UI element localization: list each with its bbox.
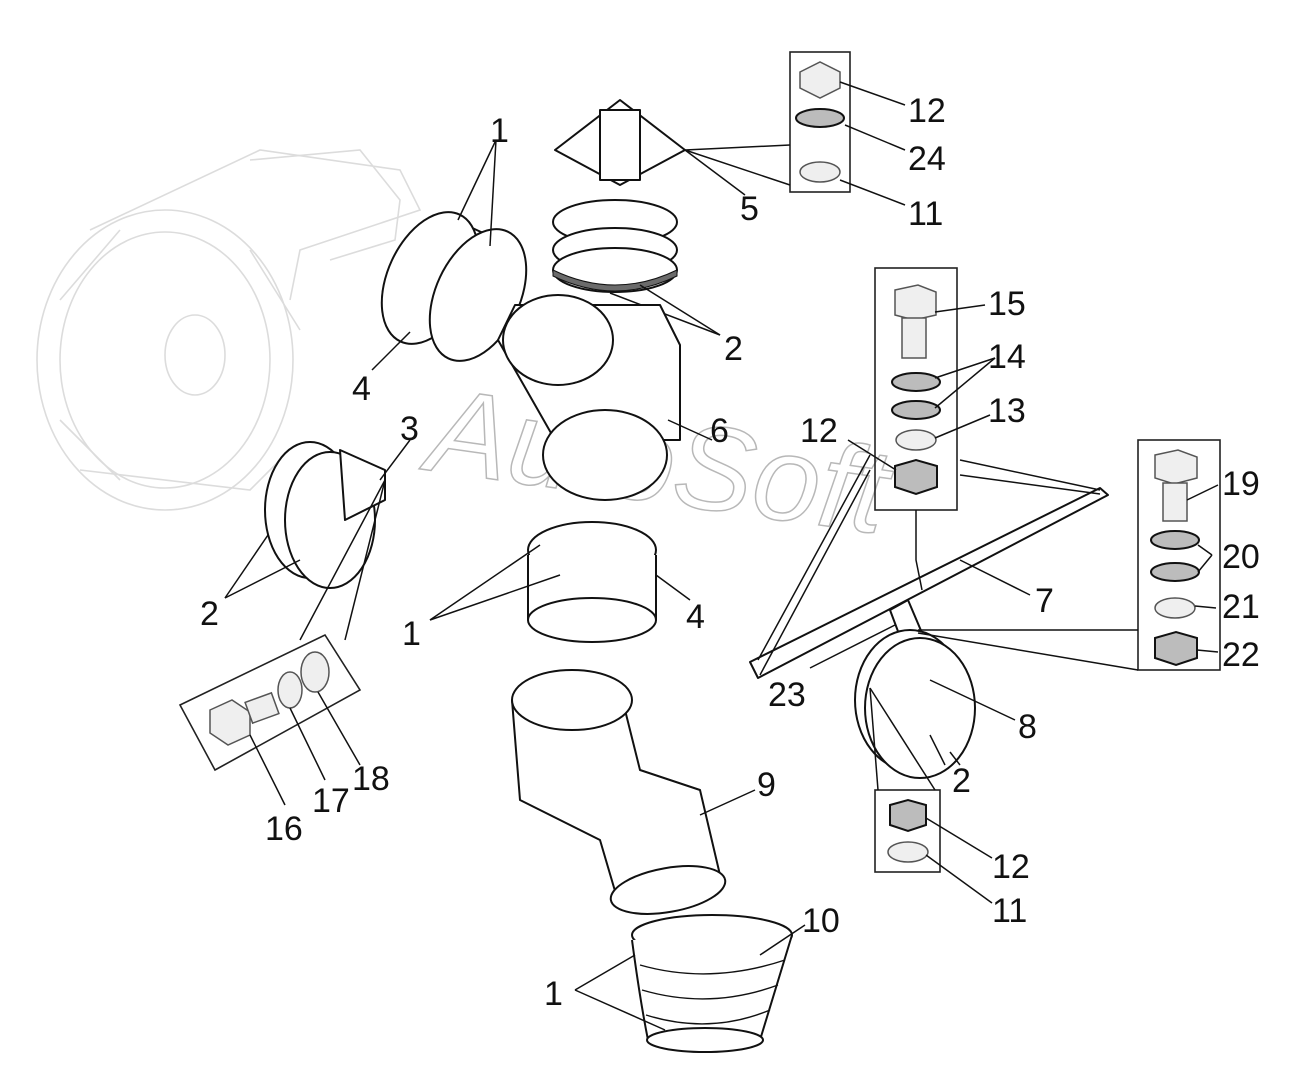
callout-14: 14 [988, 338, 1026, 376]
callout-labels: 1 12 24 5 11 2 4 3 15 14 13 12 6 19 20 2… [200, 92, 1260, 1013]
callout-5: 5 [740, 190, 759, 228]
callout-16: 16 [265, 810, 303, 848]
callout-21: 21 [1222, 588, 1260, 626]
callout-4-upper: 4 [352, 370, 371, 408]
callout-4-middle: 4 [686, 598, 705, 636]
flexible-sleeve [574, 914, 806, 1053]
clamp-ring-upper [371, 139, 528, 371]
hardware-box-upper [684, 51, 906, 206]
elbow-pipe-upper [497, 294, 713, 501]
callout-6: 6 [710, 412, 729, 450]
callout-8: 8 [1018, 708, 1037, 746]
callout-18: 18 [352, 760, 390, 798]
callout-1-upper: 1 [490, 112, 509, 150]
upper-bracket-assembly [552, 99, 746, 336]
callout-17: 17 [312, 782, 350, 820]
left-bracket-assembly [224, 439, 411, 599]
callout-23: 23 [768, 676, 806, 714]
callout-12-lower: 12 [992, 848, 1030, 886]
callout-20: 20 [1222, 538, 1260, 576]
callout-10: 10 [802, 902, 840, 940]
callout-24: 24 [908, 140, 946, 178]
lower-right-clamp-assembly [809, 439, 1221, 779]
background-fan-housing [36, 149, 422, 511]
callout-12-upper: 12 [908, 92, 946, 130]
callout-11-upper: 11 [908, 195, 943, 233]
elbow-pipe-lower [511, 669, 756, 915]
long-bracket-assembly [749, 267, 1109, 679]
hardware-box-left [178, 479, 386, 806]
callout-2-upper: 2 [724, 330, 743, 368]
callout-11-lower: 11 [992, 892, 1027, 930]
clamp-ring-middle [429, 521, 691, 643]
callout-22: 22 [1222, 636, 1260, 674]
callout-1-middle: 1 [402, 615, 421, 653]
callout-3: 3 [400, 410, 419, 448]
callout-15: 15 [988, 285, 1026, 323]
callout-9: 9 [757, 766, 776, 804]
callout-13: 13 [988, 392, 1026, 430]
callout-7: 7 [1035, 582, 1054, 620]
callout-19: 19 [1222, 465, 1260, 503]
callout-1-lower: 1 [544, 975, 563, 1013]
callout-2-lower: 2 [952, 762, 971, 800]
callout-12-middle: 12 [800, 412, 838, 450]
hardware-box-lower [869, 687, 993, 904]
callout-2-left: 2 [200, 595, 219, 633]
